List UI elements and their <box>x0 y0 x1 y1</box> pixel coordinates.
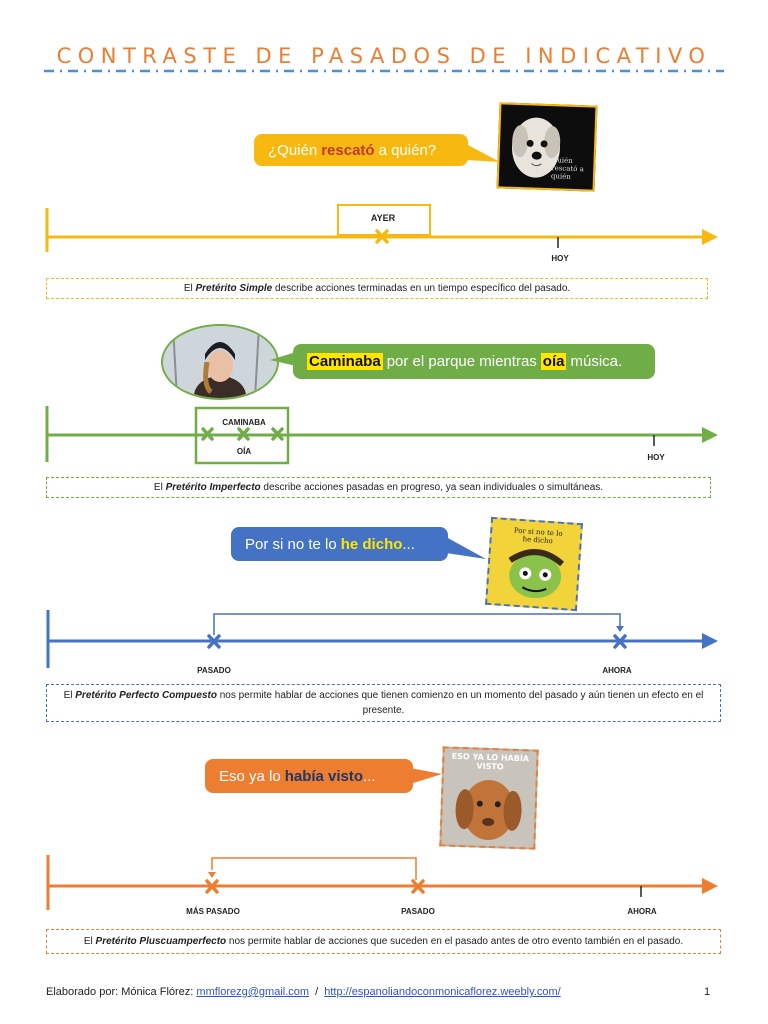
page-number: 1 <box>704 986 711 998</box>
dog-photo-1: Quién rescató a quién <box>496 102 598 192</box>
bubble-4-highlight: había visto <box>284 767 364 785</box>
label-caminaba: CAMINABA <box>222 418 266 427</box>
footer: Elaborado por: Mónica Flórez: mmflorezg@… <box>46 986 561 998</box>
title-divider <box>44 69 724 73</box>
bubble-4-pointer <box>410 768 442 784</box>
label-oia: OÍA <box>236 447 252 456</box>
caption-3-text: nos permite hablar de acciones que tiene… <box>219 690 704 716</box>
bubble-4-text-after: ... <box>363 767 376 785</box>
bubble-3-highlight: he dicho <box>340 535 403 553</box>
label-ahora-4: AHORA <box>627 907 657 916</box>
woman-photo <box>161 324 279 400</box>
timeline-4 <box>46 855 718 910</box>
bubble-2-text-after: música. <box>570 353 623 370</box>
speech-bubble-1: ¿Quién rescató a quién? <box>254 134 468 166</box>
caption-3: El Pretérito Perfecto Compuesto nos perm… <box>46 684 721 722</box>
bubble-1-text-after: a quién? <box>378 141 437 159</box>
label-mas-pasado: MÁS PASADO <box>186 907 240 916</box>
bubble-3-pointer <box>446 537 486 559</box>
timeline-3 <box>46 610 718 668</box>
label-hoy-1: HOY <box>551 254 569 263</box>
bubble-1-text-before: ¿Quién <box>268 141 318 159</box>
timeline-2 <box>45 406 718 465</box>
dog-photo-1-text: Quién rescató a quién <box>550 156 584 181</box>
dog-photo-2-text: ESO YA LO HABÍA VISTO <box>451 751 530 772</box>
label-pasado-4: PASADO <box>401 907 435 916</box>
bubble-2-highlight-2: oía <box>540 353 567 370</box>
caption-2-term: Pretérito Imperfecto <box>165 482 261 493</box>
caption-2-prefix: El <box>153 482 163 493</box>
bubble-3-text-before: Por si no te lo <box>245 535 337 553</box>
caption-1-prefix: El <box>183 283 193 294</box>
footer-separator: / <box>315 986 319 998</box>
caption-3-prefix: El <box>63 690 73 701</box>
label-ayer: AYER <box>370 213 396 223</box>
caption-3-term: Pretérito Perfecto Compuesto <box>75 690 217 701</box>
bubble-2-highlight-1: Caminaba <box>307 353 383 370</box>
cartoon-photo: Por si no te lo he dicho <box>485 516 583 612</box>
label-hoy-2: HOY <box>647 453 665 462</box>
footer-url-link[interactable]: http://espanoliandoconmonicaflorez.weebl… <box>324 986 561 998</box>
caption-4-prefix: El <box>83 936 93 947</box>
caption-2: El Pretérito Imperfecto describe accione… <box>46 477 711 498</box>
timeline-1 <box>45 204 718 252</box>
bubble-1-pointer <box>466 144 500 162</box>
page-title: CONTRASTE DE PASADOS DE INDICATIVO <box>56 44 712 68</box>
speech-bubble-2: Caminaba por el parque mientras oía músi… <box>293 344 655 379</box>
bubble-1-highlight: rescató <box>321 141 375 159</box>
bubble-2-pointer <box>270 352 296 366</box>
label-pasado-3: PASADO <box>197 666 231 675</box>
bubble-3-text-after: ... <box>402 535 415 553</box>
speech-bubble-3: Por si no te lo he dicho ... <box>231 527 448 561</box>
caption-4-term: Pretérito Pluscuamperfecto <box>95 936 227 947</box>
footer-author: Elaborado por: Mónica Flórez: <box>46 986 194 998</box>
caption-4: El Pretérito Pluscuamperfecto nos permit… <box>46 929 721 954</box>
caption-4-text: nos permite hablar de acciones que suced… <box>228 936 684 947</box>
caption-1-text: describe acciones terminadas en un tiemp… <box>274 283 571 294</box>
speech-bubble-4: Eso ya lo había visto ... <box>205 759 413 793</box>
caption-2-text: describe acciones pasadas en progreso, y… <box>263 482 604 493</box>
caption-1: El Pretérito Simple describe acciones te… <box>46 278 708 299</box>
caption-1-term: Pretérito Simple <box>195 283 273 294</box>
footer-email-link[interactable]: mmflorezg@gmail.com <box>196 986 310 998</box>
label-ahora-3: AHORA <box>602 666 632 675</box>
dog-photo-2: ESO YA LO HABÍA VISTO <box>439 746 539 850</box>
bubble-4-text-before: Eso ya lo <box>219 767 281 785</box>
bubble-2-text-middle: por el parque mientras <box>386 353 537 370</box>
